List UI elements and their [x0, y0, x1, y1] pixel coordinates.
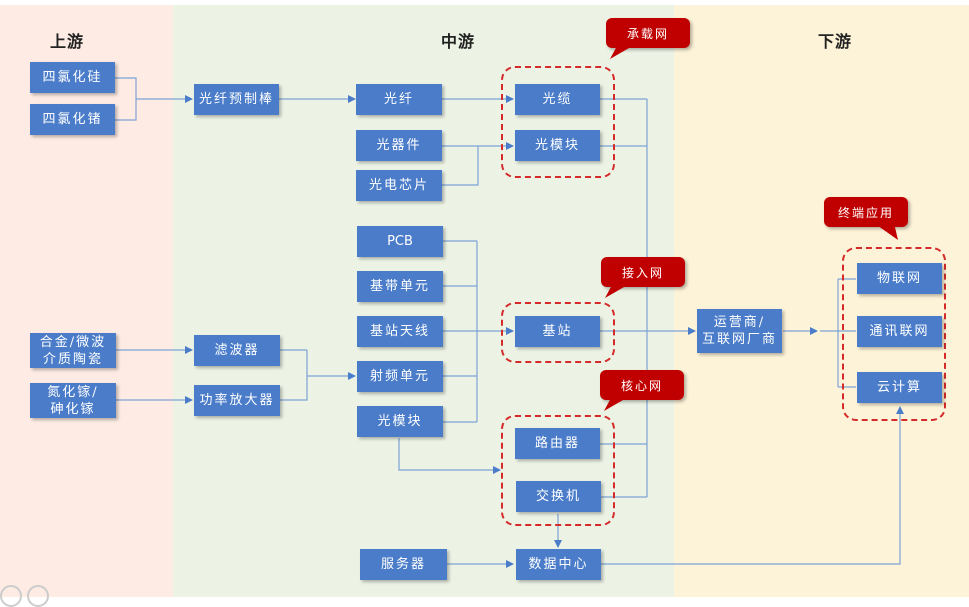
callout-bearer-network: 承载网 [606, 18, 690, 48]
node-fiber-preform[interactable]: 光纤预制棒 [194, 84, 279, 115]
node-iot[interactable]: 物联网 [857, 263, 942, 294]
node-operator[interactable]: 运营商/ 互联网厂商 [697, 309, 782, 353]
callout-label: 核心网 [620, 378, 663, 393]
corner-control-icon[interactable] [27, 585, 49, 607]
node-telecom[interactable]: 通讯联网 [857, 316, 942, 347]
callout-terminal-app: 终端应用 [824, 197, 908, 227]
callout-terminal-tail [874, 223, 898, 240]
callout-label: 承载网 [626, 26, 669, 41]
node-sicl4[interactable]: 四氯化硅 [30, 62, 115, 93]
corner-control-icon[interactable] [0, 585, 22, 607]
node-fiber[interactable]: 光纤 [356, 84, 442, 115]
access-network-group [501, 302, 615, 363]
callout-access-tail [605, 283, 631, 298]
node-cloud-computing[interactable]: 云计算 [857, 372, 942, 403]
callout-label: 接入网 [621, 265, 664, 280]
node-base-station[interactable]: 基站 [515, 316, 600, 347]
downstream-title: 下游 [818, 32, 853, 51]
node-server[interactable]: 服务器 [360, 549, 447, 580]
node-optoelectronic-chip[interactable]: 光电芯片 [356, 170, 442, 201]
node-filter[interactable]: 滤波器 [194, 335, 280, 366]
callout-core-tail [604, 396, 630, 411]
upstream-column [0, 5, 173, 597]
node-optical-cable[interactable]: 光缆 [515, 84, 600, 115]
node-alloy-ceramic[interactable]: 合金/微波 介质陶瓷 [30, 333, 116, 368]
terminal-app-group [842, 247, 946, 421]
node-router[interactable]: 路由器 [515, 428, 600, 459]
node-optical-module-mid[interactable]: 光模块 [357, 406, 443, 437]
upstream-title: 上游 [50, 32, 85, 51]
node-bs-antenna[interactable]: 基站天线 [357, 316, 443, 347]
node-power-amplifier[interactable]: 功率放大器 [194, 385, 280, 416]
node-gecl4[interactable]: 四氯化锗 [30, 104, 115, 135]
callout-bearer-tail [610, 44, 636, 59]
node-baseband-unit[interactable]: 基带单元 [357, 271, 443, 302]
node-optical-device[interactable]: 光器件 [356, 130, 442, 161]
node-pcb[interactable]: PCB [357, 226, 443, 257]
node-data-center[interactable]: 数据中心 [516, 549, 601, 580]
callout-access-network: 接入网 [601, 257, 685, 287]
node-rf-unit[interactable]: 射频单元 [357, 361, 443, 392]
midstream-title: 中游 [441, 32, 476, 51]
callout-label: 终端应用 [837, 205, 894, 220]
bearer-network-group [501, 66, 615, 178]
core-network-group [501, 415, 615, 526]
node-optical-module[interactable]: 光模块 [515, 130, 600, 161]
node-gan-gaas[interactable]: 氮化镓/ 砷化镓 [30, 383, 116, 418]
node-switch[interactable]: 交换机 [516, 481, 601, 512]
callout-core-network: 核心网 [600, 370, 684, 400]
